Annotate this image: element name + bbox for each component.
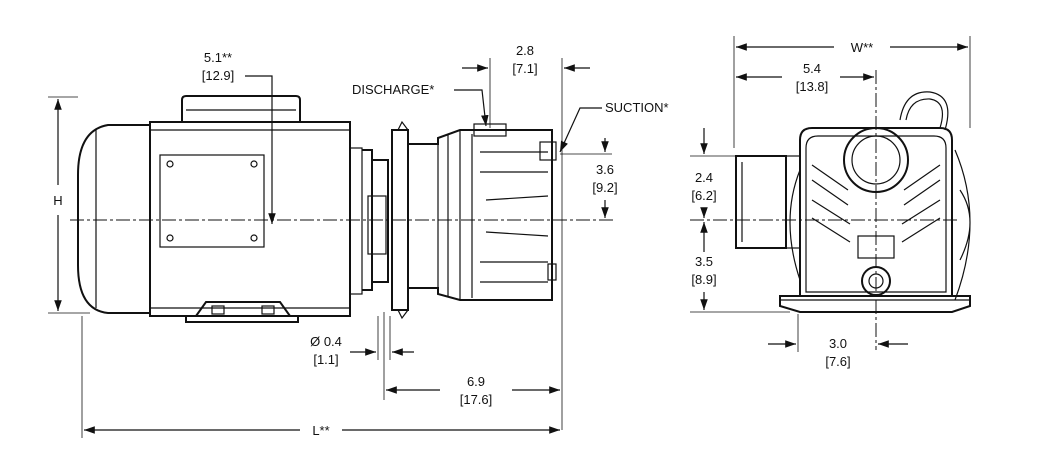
foot-width-in: 3.0	[829, 336, 847, 351]
side-dimensions: H 5.1** [12.9] 2.8 [7.1] DISCHARGE* SUCT…	[48, 43, 669, 438]
motor-body	[149, 121, 351, 317]
bolt-dia-in: Ø 0.4	[310, 334, 342, 349]
port-offset-cm: [13.8]	[796, 79, 829, 94]
motor-flange	[349, 147, 363, 295]
handle	[899, 91, 949, 131]
motor-width-in: 5.1**	[204, 50, 232, 65]
suction-height-in: 3.6	[596, 162, 614, 177]
discharge-label: DISCHARGE*	[352, 82, 434, 97]
terminal-box	[181, 95, 301, 122]
motor-foot	[185, 301, 299, 323]
motor-end-cap	[77, 124, 150, 314]
side-view	[70, 95, 615, 400]
base-feet	[779, 295, 971, 313]
base-height-cm: [8.9]	[691, 272, 716, 287]
nameplate	[159, 154, 265, 248]
discharge-port-circle	[843, 127, 909, 193]
base-height-in: 3.5	[695, 254, 713, 269]
motor-outline-behind	[789, 149, 971, 301]
pump-housing	[799, 127, 953, 297]
discharge-offset-cm: [7.1]	[512, 61, 537, 76]
discharge-height-cm: [6.2]	[691, 188, 716, 203]
pump-length-cm: [17.6]	[460, 392, 493, 407]
foot-width-cm: [7.6]	[825, 354, 850, 369]
pump-head	[407, 129, 553, 301]
discharge-height-in: 2.4	[695, 170, 713, 185]
suction-port	[539, 141, 557, 161]
suction-label: SUCTION*	[605, 100, 669, 115]
suction-height-cm: [9.2]	[592, 180, 617, 195]
end-dimensions: W** 5.4 [13.8] 2.4 [6.2] 3.5 [8.9] 3.0 […	[690, 36, 971, 369]
end-view	[690, 70, 971, 350]
discharge-offset-in: 2.8	[516, 43, 534, 58]
pump-length-in: 6.9	[467, 374, 485, 389]
adapter-bracket	[362, 149, 389, 291]
height-label: H	[53, 193, 62, 208]
motor-width-cm: [12.9]	[202, 68, 235, 83]
overall-width-label: W**	[851, 40, 873, 55]
suction-fitting	[735, 155, 787, 249]
port-offset-in: 5.4	[803, 61, 821, 76]
bolt-dia-cm: [1.1]	[313, 352, 338, 367]
overall-length-label: L**	[312, 423, 329, 438]
